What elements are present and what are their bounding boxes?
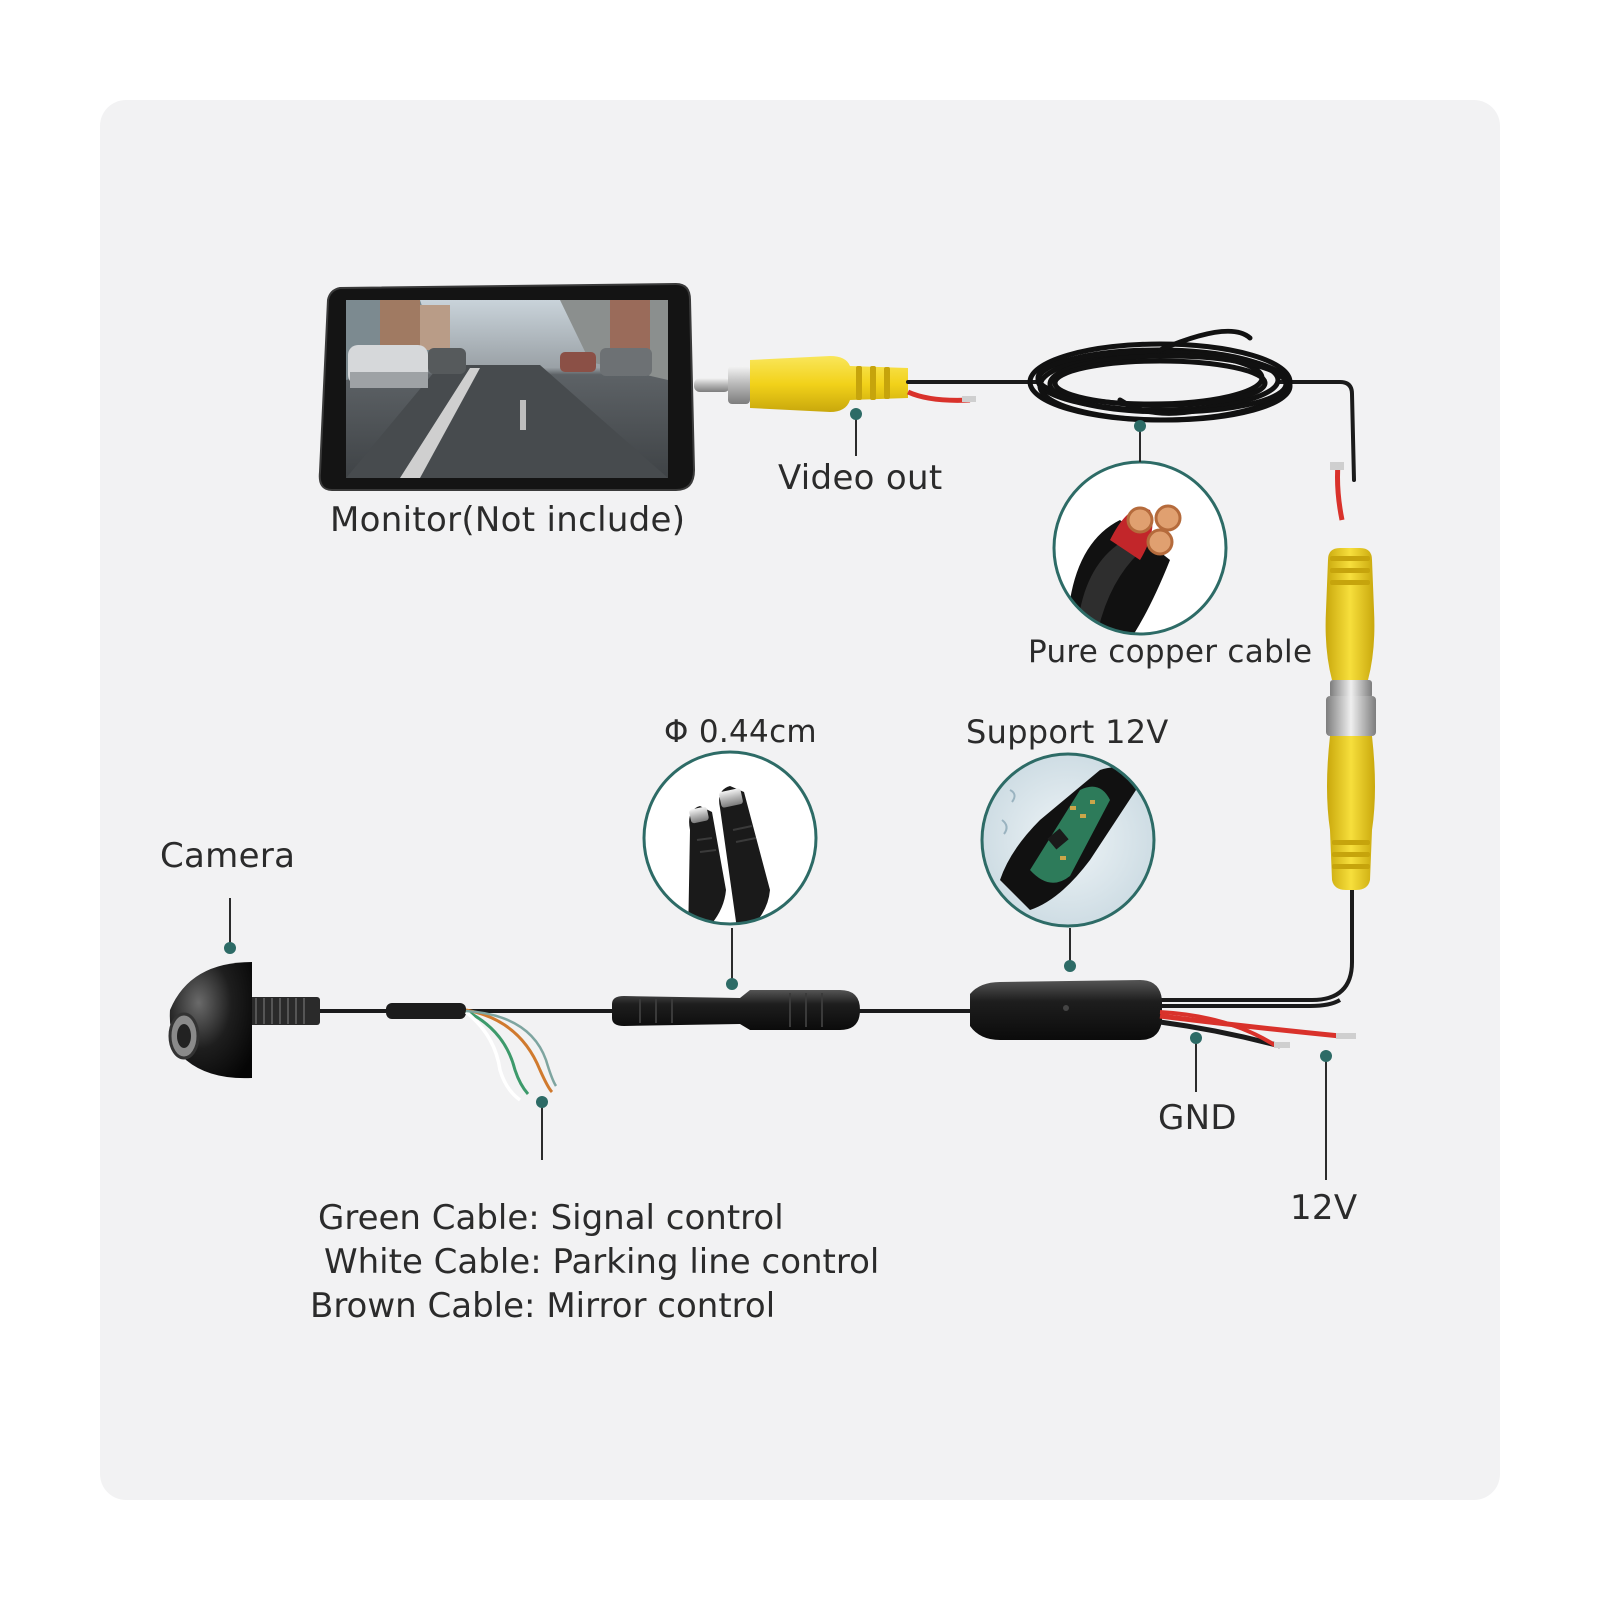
- legend-cable-name: Green Cable:: [318, 1198, 540, 1238]
- legend-row-brown: Brown Cable: Mirror control: [310, 1284, 879, 1328]
- camera-cable: [300, 980, 1356, 1102]
- detail-pure-copper-cable: [1052, 460, 1228, 636]
- rca-plug-video-out: [694, 356, 976, 412]
- video-cable: [906, 328, 1356, 1002]
- legend-cable-function: Signal control: [550, 1198, 784, 1238]
- callout-pointers: [224, 408, 1332, 1180]
- legend-row-white: White Cable: Parking line control: [318, 1240, 879, 1284]
- rca-connector-pair: [1325, 462, 1376, 890]
- camera-label: Camera: [160, 836, 296, 876]
- legend-cable-name: White Cable:: [324, 1242, 542, 1282]
- legend-row-green: Green Cable: Signal control: [318, 1196, 879, 1240]
- pure-copper-cable-label: Pure copper cable: [1028, 634, 1313, 670]
- monitor: [318, 282, 696, 491]
- monitor-label: Monitor(Not include): [330, 500, 686, 540]
- detail-connector-diameter: [642, 750, 818, 926]
- diameter-label: Φ 0.44cm: [664, 714, 817, 750]
- legend-cable-name: Brown Cable:: [310, 1286, 536, 1326]
- camera: [168, 962, 320, 1079]
- cable-legend: Green Cable: Signal control White Cable:…: [310, 1196, 879, 1328]
- 12v-label: 12V: [1290, 1188, 1358, 1228]
- support-12v-label: Support 12V: [966, 713, 1169, 751]
- video-out-label: Video out: [778, 458, 943, 498]
- legend-cable-function: Parking line control: [552, 1242, 880, 1282]
- detail-power-board: [980, 752, 1156, 928]
- legend-cable-function: Mirror control: [546, 1286, 776, 1326]
- gnd-label: GND: [1158, 1098, 1237, 1138]
